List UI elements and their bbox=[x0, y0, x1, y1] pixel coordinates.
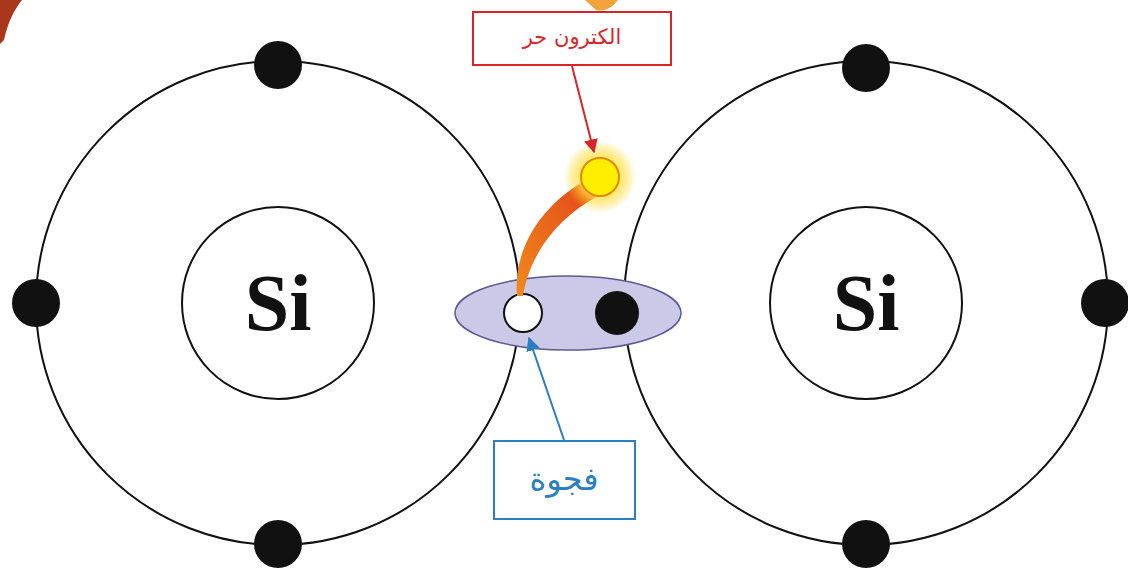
callout-box: فجوة bbox=[493, 440, 636, 520]
element-symbol: Si bbox=[833, 259, 900, 347]
leader-line bbox=[529, 338, 564, 440]
nucleus-circle: Si bbox=[181, 206, 375, 400]
electron-dot bbox=[254, 41, 302, 89]
electron-glow bbox=[564, 141, 636, 213]
leader-line bbox=[572, 66, 594, 152]
electron-dot bbox=[842, 520, 890, 568]
callout-label: فجوة bbox=[529, 462, 598, 497]
nucleus-circle: Si bbox=[769, 206, 963, 400]
electron-dot bbox=[1081, 279, 1128, 327]
orbit-circle bbox=[36, 61, 520, 545]
electron-dot bbox=[842, 44, 890, 92]
covalent-bond bbox=[455, 276, 681, 350]
electron-dot bbox=[12, 279, 60, 327]
nucleus-outline bbox=[770, 207, 962, 399]
corner-decoration bbox=[0, 0, 22, 44]
callout-box: الكترون حر bbox=[472, 11, 672, 66]
corner-decoration bbox=[585, 0, 618, 11]
electron-dot bbox=[254, 520, 302, 568]
callout-label: الكترون حر bbox=[523, 26, 622, 49]
label-border bbox=[473, 12, 671, 65]
free-electron bbox=[581, 158, 619, 196]
label-border bbox=[494, 441, 635, 519]
nucleus-outline bbox=[182, 207, 374, 399]
electron-dot bbox=[595, 291, 639, 335]
element-symbol: Si bbox=[245, 259, 312, 347]
hole-circle bbox=[504, 294, 542, 332]
orbit-circle bbox=[624, 61, 1108, 545]
